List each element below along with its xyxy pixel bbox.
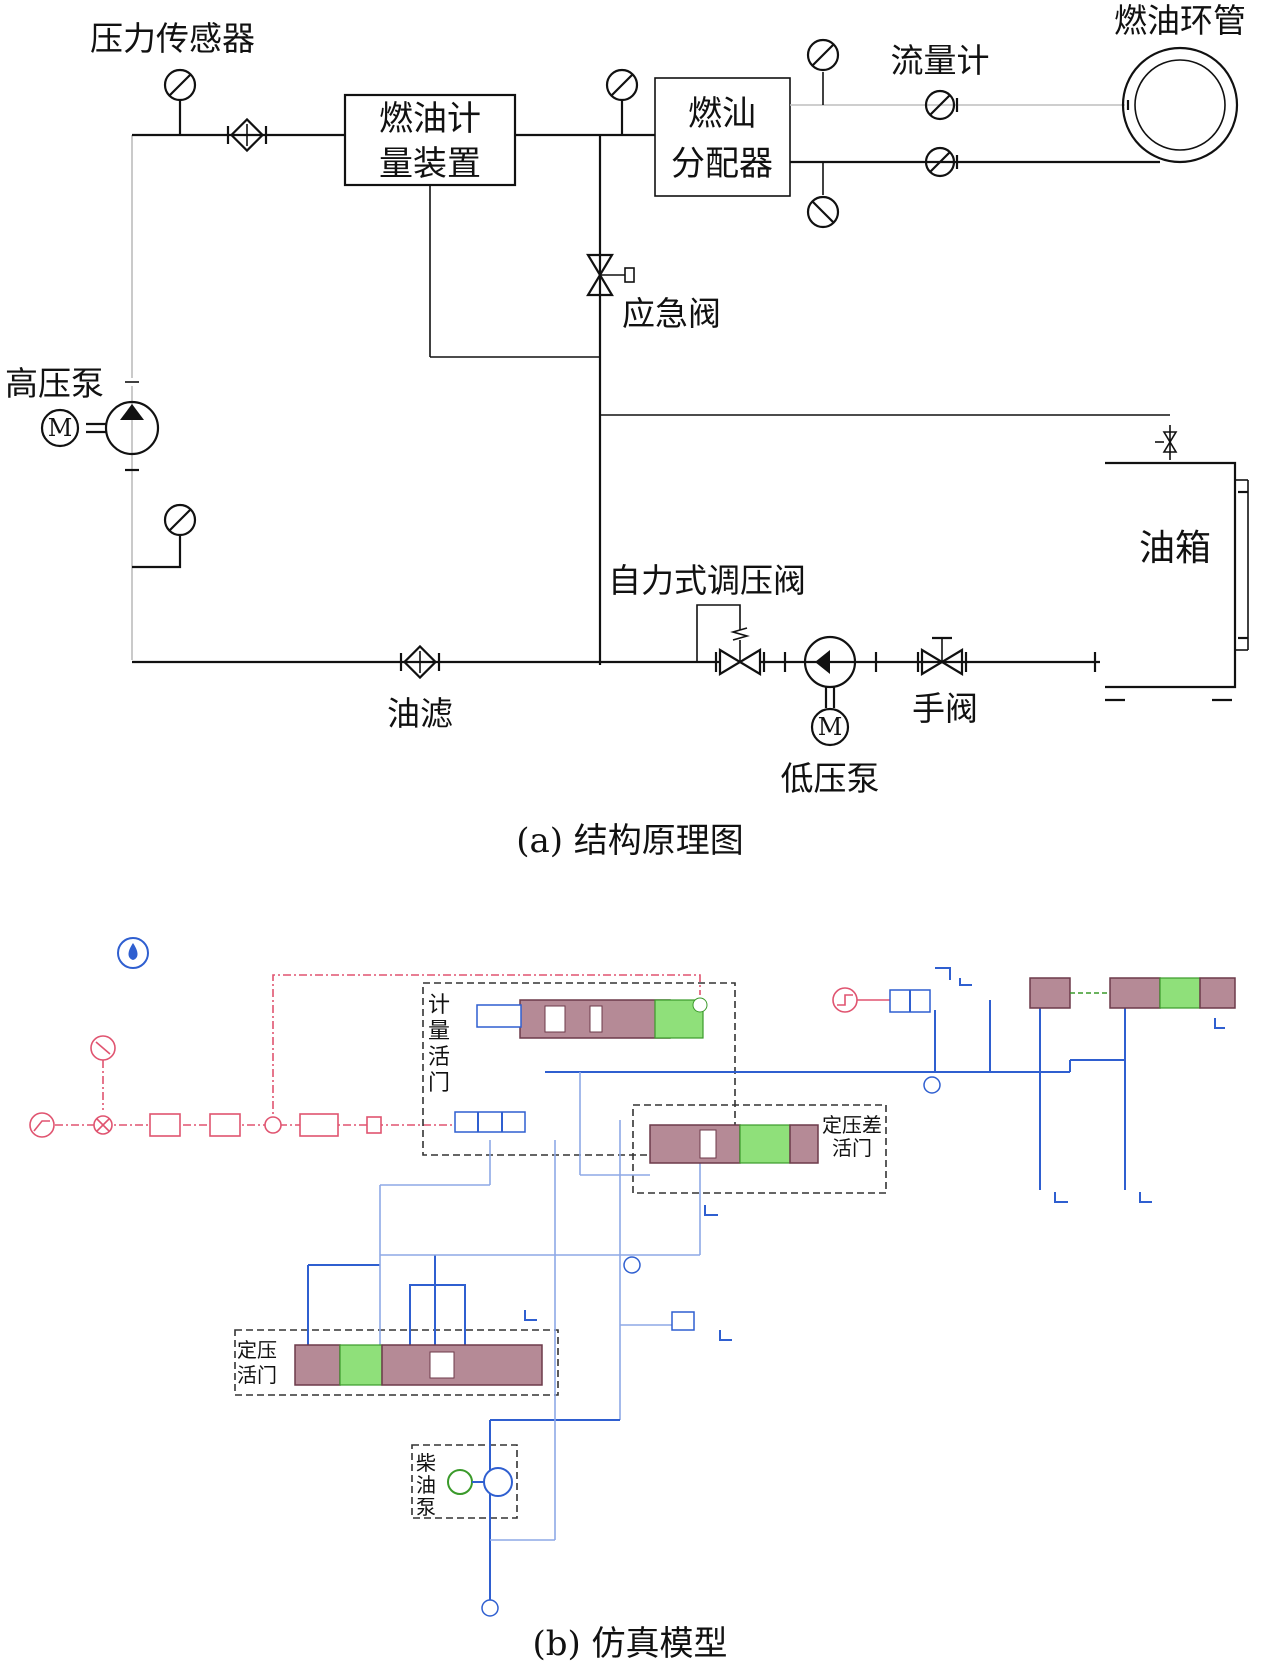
junction-icon [481, 1076, 941, 1617]
metering-valve-label-3: 活 [428, 1045, 450, 1070]
flow-meter-label: 流量计 [891, 41, 990, 80]
signal-gauge-icon [90, 1035, 116, 1061]
fuel-ring-pipe-icon [1121, 46, 1239, 164]
distributor-label-2: 分配器 [671, 144, 773, 184]
hp-pump-label: 高压泵 [5, 364, 104, 403]
fuel-pump-icon [447, 1467, 513, 1497]
pump-label-1: 柴 [416, 1451, 436, 1475]
pump-box [411, 1444, 518, 1519]
hp-motor-label: M [48, 414, 73, 442]
distributor-box [654, 77, 791, 197]
part-b-simulation-model: 计 量 活 门 定压差 活门 定压 活门 柴 油 泵 [29, 937, 1236, 1664]
tank-label: 油箱 [1139, 528, 1211, 569]
lp-motor-label: M [818, 713, 843, 741]
part-a-schematic: 燃油计 量装置 压力传感器 燃汕 分配器 [5, 1, 1249, 861]
metering-label-1: 燃油计 [379, 99, 481, 139]
pressure-gauge-icon [605, 68, 639, 102]
tank-symbol-icon [524, 978, 1225, 1341]
const-pressure-valve-box [234, 1329, 559, 1396]
high-pressure-pump-icon [40, 378, 160, 472]
gain-block-icon [93, 1115, 113, 1135]
pressure-gauge-icon [163, 68, 197, 102]
directional-valve-icon [454, 1111, 526, 1133]
self-regulating-valve-icon [696, 604, 766, 676]
metering-valve-box [422, 982, 736, 1156]
metering-valve-label: 计 量 活 门 [428, 993, 450, 1096]
diff-pressure-valve-box [632, 1104, 887, 1194]
diff-pressure-valve-body [649, 1124, 819, 1164]
self-regulating-valve-label: 自力式调压阀 [608, 561, 806, 600]
emergency-valve-label: 应急阀 [622, 294, 721, 333]
feedback-signal-line [272, 974, 701, 1125]
flow-meter-icon [924, 146, 959, 178]
distributor-label-1: 燃汕 [688, 94, 756, 134]
emergency-valve-icon [586, 253, 635, 297]
transfer-block-icon [149, 1113, 382, 1137]
hand-valve-icon [916, 636, 1097, 676]
filter-icon-bottom [399, 644, 441, 680]
pressure-gauge-icon [806, 195, 840, 229]
tank-vent-valve-icon [1155, 425, 1178, 460]
pump-label-3: 泵 [416, 1495, 436, 1519]
pressure-sensor-label: 压力传感器 [90, 19, 255, 58]
metering-valve-label-1: 计 [428, 993, 450, 1018]
metering-label-2: 量装置 [379, 144, 481, 184]
const-valve-loop [409, 1284, 466, 1350]
const-valve-label-2: 活门 [237, 1363, 277, 1387]
pump-label-2: 油 [416, 1473, 436, 1497]
fuel-tank-icon [1105, 461, 1249, 702]
step-signal-icon [832, 987, 895, 1013]
nozzle-valve-icon [1029, 977, 1236, 1009]
low-pressure-pump-icon [783, 635, 878, 747]
metering-valve-label-2: 量 [428, 1019, 450, 1044]
ring-pipe-label: 燃油环管 [1114, 1, 1246, 40]
filter-label: 油滤 [387, 694, 453, 733]
lower-gauge-line [132, 535, 182, 569]
hand-valve-label: 手阀 [912, 689, 978, 728]
fluid-drop-icon [117, 937, 149, 969]
caption-b: (b) 仿真模型 [532, 1624, 727, 1664]
caption-a: (a) 结构原理图 [516, 821, 744, 861]
pressure-gauge-icon [806, 38, 840, 72]
metering-valve-body [476, 997, 708, 1039]
ramp-source-icon [29, 1112, 55, 1138]
const-valve-label-1: 定压 [237, 1338, 277, 1362]
flow-meter-icon [924, 89, 959, 121]
diff-valve-label-2: 活门 [832, 1136, 872, 1160]
const-pressure-valve-body [294, 1344, 543, 1386]
valve-actuator-icon [889, 967, 951, 1013]
pressure-gauge-icon [163, 503, 197, 537]
filter-icon-top [226, 117, 268, 153]
metering-valve-label-4: 门 [428, 1071, 450, 1096]
diff-valve-label-1: 定压差 [822, 1113, 882, 1137]
lp-pump-label: 低压泵 [781, 759, 880, 798]
